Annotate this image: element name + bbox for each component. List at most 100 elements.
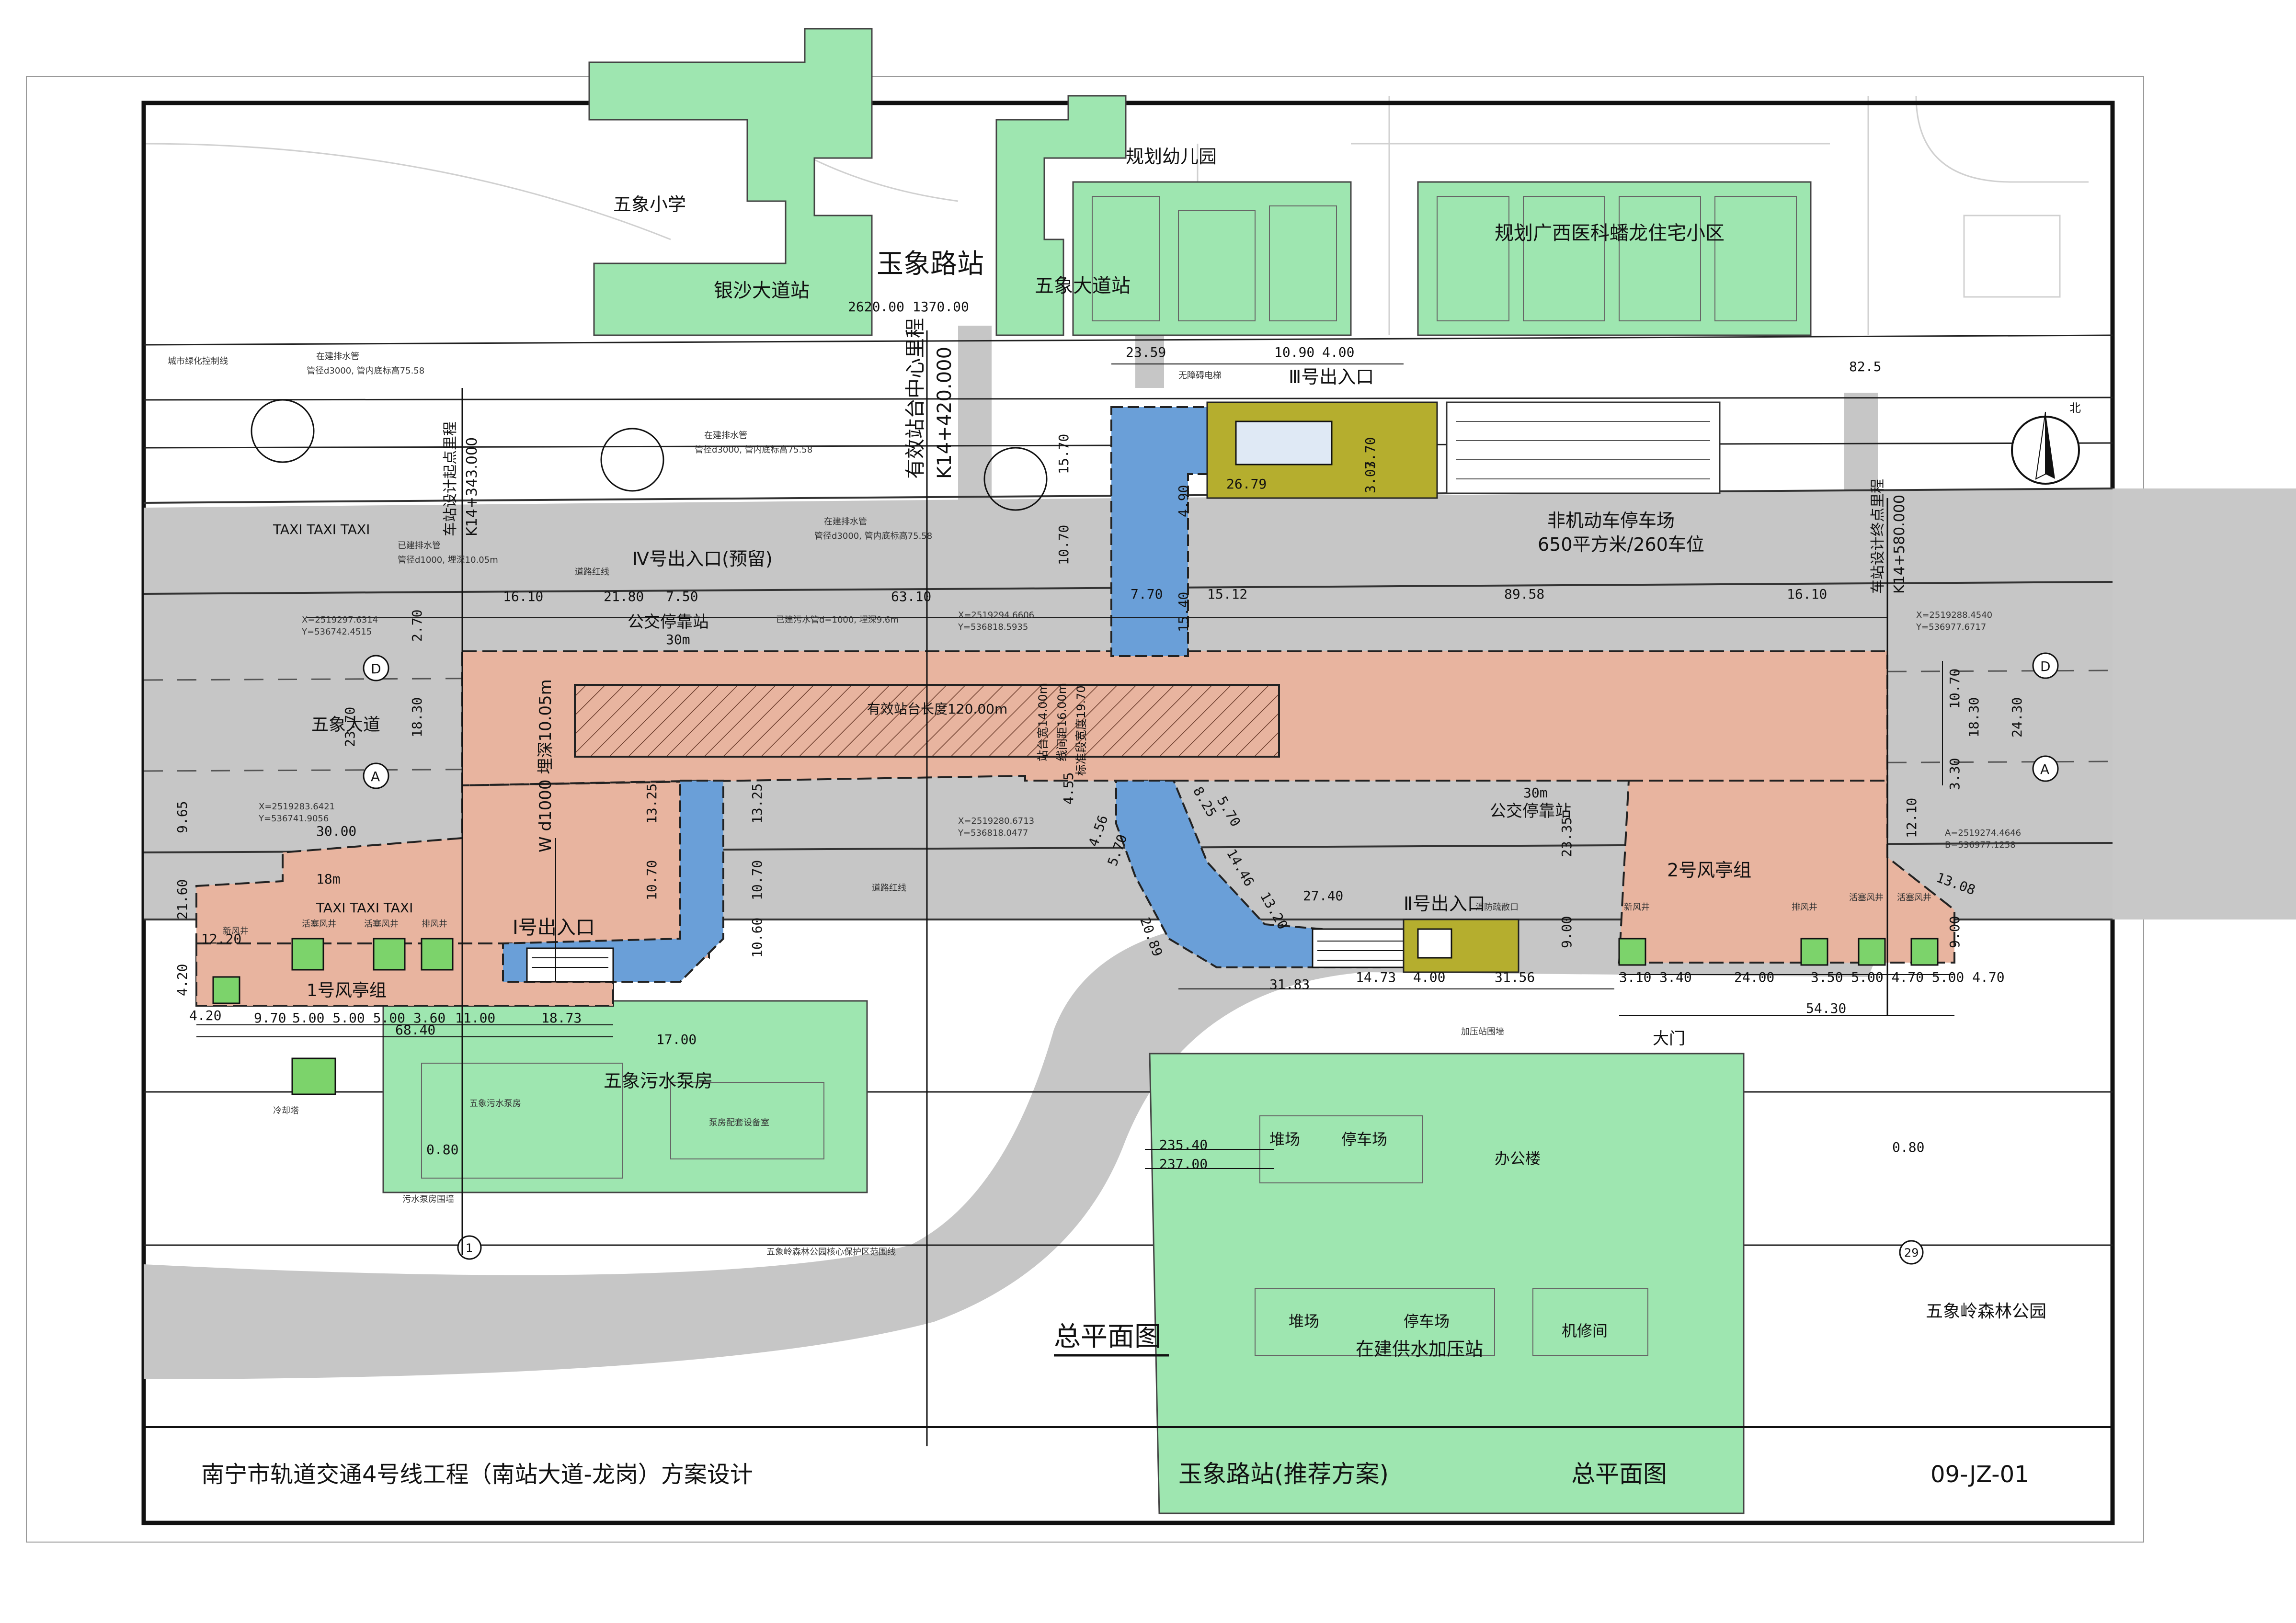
exhaust-2: 排风井 <box>1792 902 1817 912</box>
drain1-spec: 管径d3000, 管内底标高75.58 <box>307 366 424 376</box>
start-mileage: K14+343.000 <box>464 437 480 536</box>
platform-label: 有效站台长度120.00m <box>867 701 1007 717</box>
svg-text:16.10: 16.10 <box>1787 586 1827 602</box>
coord-6-b: B=536977.1258 <box>1945 840 2016 850</box>
axis-1: 1 <box>466 1241 473 1255</box>
svg-text:4.20: 4.20 <box>189 1008 221 1023</box>
kindergarten <box>995 95 1127 336</box>
yard2-label: 堆场 <box>1289 1312 1319 1330</box>
redline-label-2: 道路红线 <box>872 883 906 893</box>
svg-text:7.70: 7.70 <box>1131 586 1163 602</box>
svg-text:237.00: 237.00 <box>1159 1156 1208 1172</box>
station-title: 玉象路站(推荐方案) <box>1178 1460 1389 1488</box>
svg-text:9.70: 9.70 <box>254 1010 286 1026</box>
mileage-lines <box>461 330 1888 1446</box>
drawing-title: 总平面图 <box>1054 1321 1161 1352</box>
svg-text:0.80: 0.80 <box>1892 1139 1924 1155</box>
svg-text:4.90: 4.90 <box>1176 485 1191 517</box>
piston-4: 活塞风井 <box>1897 893 1931 903</box>
gate-label: 大门 <box>1653 1029 1685 1048</box>
kindergarten-label: 规划幼儿园 <box>1126 146 1217 167</box>
olive-structures <box>1206 401 1519 973</box>
vent-shafts <box>212 938 1939 1095</box>
svg-text:89.58: 89.58 <box>1504 586 1544 602</box>
svg-text:4.55: 4.55 <box>1061 772 1076 805</box>
svg-text:13.25: 13.25 <box>749 783 765 824</box>
svg-text:82.5: 82.5 <box>1849 359 1881 375</box>
yard1-label: 堆场 <box>1269 1130 1300 1148</box>
axis-29: 29 <box>1904 1246 1919 1260</box>
svg-text:7.50: 7.50 <box>666 589 698 604</box>
entrance-3-label: Ⅲ号出入口 <box>1289 366 1374 387</box>
coord-3-x: X=2519288.4540 <box>1916 610 1992 620</box>
route-station-label: 玉象路站 <box>877 249 984 280</box>
parking2-label: 停车场 <box>1404 1312 1450 1330</box>
axis-d-left: D <box>371 661 381 677</box>
svg-text:2.70: 2.70 <box>409 610 425 642</box>
exhaust-1: 排风井 <box>422 919 447 929</box>
taxi-bottom: TAXI TAXI TAXI <box>316 900 413 916</box>
coord-4-y: Y=536741.9056 <box>258 814 329 824</box>
svg-text:9.00: 9.00 <box>1947 916 1963 948</box>
axis-a-left: A <box>371 769 380 784</box>
svg-text:23.70: 23.70 <box>342 707 358 747</box>
dimension-lines <box>196 363 1954 1169</box>
north-label: 北 <box>2069 401 2081 415</box>
svg-text:10.70: 10.70 <box>1056 525 1072 565</box>
center-mileage-label: 有效站台中心里程 <box>903 318 927 479</box>
road-extension-right <box>2113 488 2296 919</box>
pump-wall-label: 污水泵房围墙 <box>402 1194 454 1204</box>
pressure-wall-label: 加压站围墙 <box>1461 1027 1504 1037</box>
sheet-title: 总平面图 <box>1571 1460 1667 1488</box>
piston-1: 活塞风井 <box>302 919 336 929</box>
start-mileage-label: 车站设计起点里程 <box>442 421 459 536</box>
svg-text:4.20: 4.20 <box>174 964 190 996</box>
entrance-4-label: Ⅳ号出入口(预留) <box>632 548 773 569</box>
svg-text:23.35: 23.35 <box>1559 817 1575 857</box>
svg-text:18.73: 18.73 <box>541 1010 582 1026</box>
piston-3: 活塞风井 <box>1849 893 1884 903</box>
cooling-tower-label: 冷却塔 <box>273 1106 299 1116</box>
svg-text:3.30: 3.30 <box>1947 758 1963 790</box>
svg-text:14.73: 14.73 <box>1356 969 1396 985</box>
vent-group-1-label: 1号风亭组 <box>307 981 387 1000</box>
entrance-2-label: Ⅱ号出入口 <box>1404 893 1485 914</box>
coord-4-x: X=2519283.6421 <box>259 802 335 812</box>
pump-house-label: 五象污水泵房 <box>604 1070 713 1091</box>
svg-text:21.80: 21.80 <box>604 589 644 604</box>
green-buildings <box>382 28 1812 1514</box>
pump-house-block <box>382 1000 868 1193</box>
forest-boundary-label: 五象岭森林公园核心保护区范围线 <box>766 1247 896 1257</box>
coord-5-y: Y=536818.0477 <box>958 828 1028 838</box>
axis-a-right: A <box>2040 761 2049 777</box>
pipe-markers <box>251 399 1048 511</box>
svg-text:3.03: 3.03 <box>1362 461 1378 493</box>
parking1-label: 停车场 <box>1341 1130 1387 1148</box>
svg-text:11.00: 11.00 <box>455 1010 495 1026</box>
project-title: 南宁市轨道交通4号线工程（南站大道-龙岗）方案设计 <box>201 1461 753 1488</box>
svg-text:30.00: 30.00 <box>316 823 356 839</box>
end-mileage-label: 车站设计终点里程 <box>1870 479 1886 594</box>
office-label: 办公楼 <box>1495 1149 1541 1168</box>
svg-text:3.10 3.40: 3.10 3.40 <box>1619 969 1692 985</box>
wuxiang-station-label: 五象大道站 <box>1035 275 1131 297</box>
svg-text:27.40: 27.40 <box>1303 888 1343 904</box>
built-drain-label: 已建排水管 <box>398 541 441 551</box>
coord-1-x: X=2519297.6314 <box>302 615 378 625</box>
svg-text:54.30: 54.30 <box>1806 1000 1846 1016</box>
svg-text:10.60: 10.60 <box>749 918 765 958</box>
sewer-label: 已建污水管d=1000, 埋深9.6m <box>776 615 899 625</box>
axis-bubbles <box>363 652 2059 1265</box>
svg-text:18m: 18m <box>316 871 341 887</box>
svg-text:16.10: 16.10 <box>503 589 543 604</box>
coord-2-x: X=2519294.6606 <box>958 610 1034 620</box>
svg-text:9.65: 9.65 <box>174 801 190 833</box>
svg-text:21.60: 21.60 <box>174 879 190 919</box>
center-mileage: K14+420.000 <box>934 347 956 479</box>
svg-text:0.80: 0.80 <box>426 1142 458 1158</box>
svg-text:17.00: 17.00 <box>656 1032 697 1047</box>
svg-text:24.00: 24.00 <box>1734 969 1774 985</box>
platform-width: 标准段宽度19.70 <box>1074 685 1088 776</box>
svg-text:5.00 5.00 5.00 3.60: 5.00 5.00 5.00 3.60 <box>292 1010 445 1026</box>
